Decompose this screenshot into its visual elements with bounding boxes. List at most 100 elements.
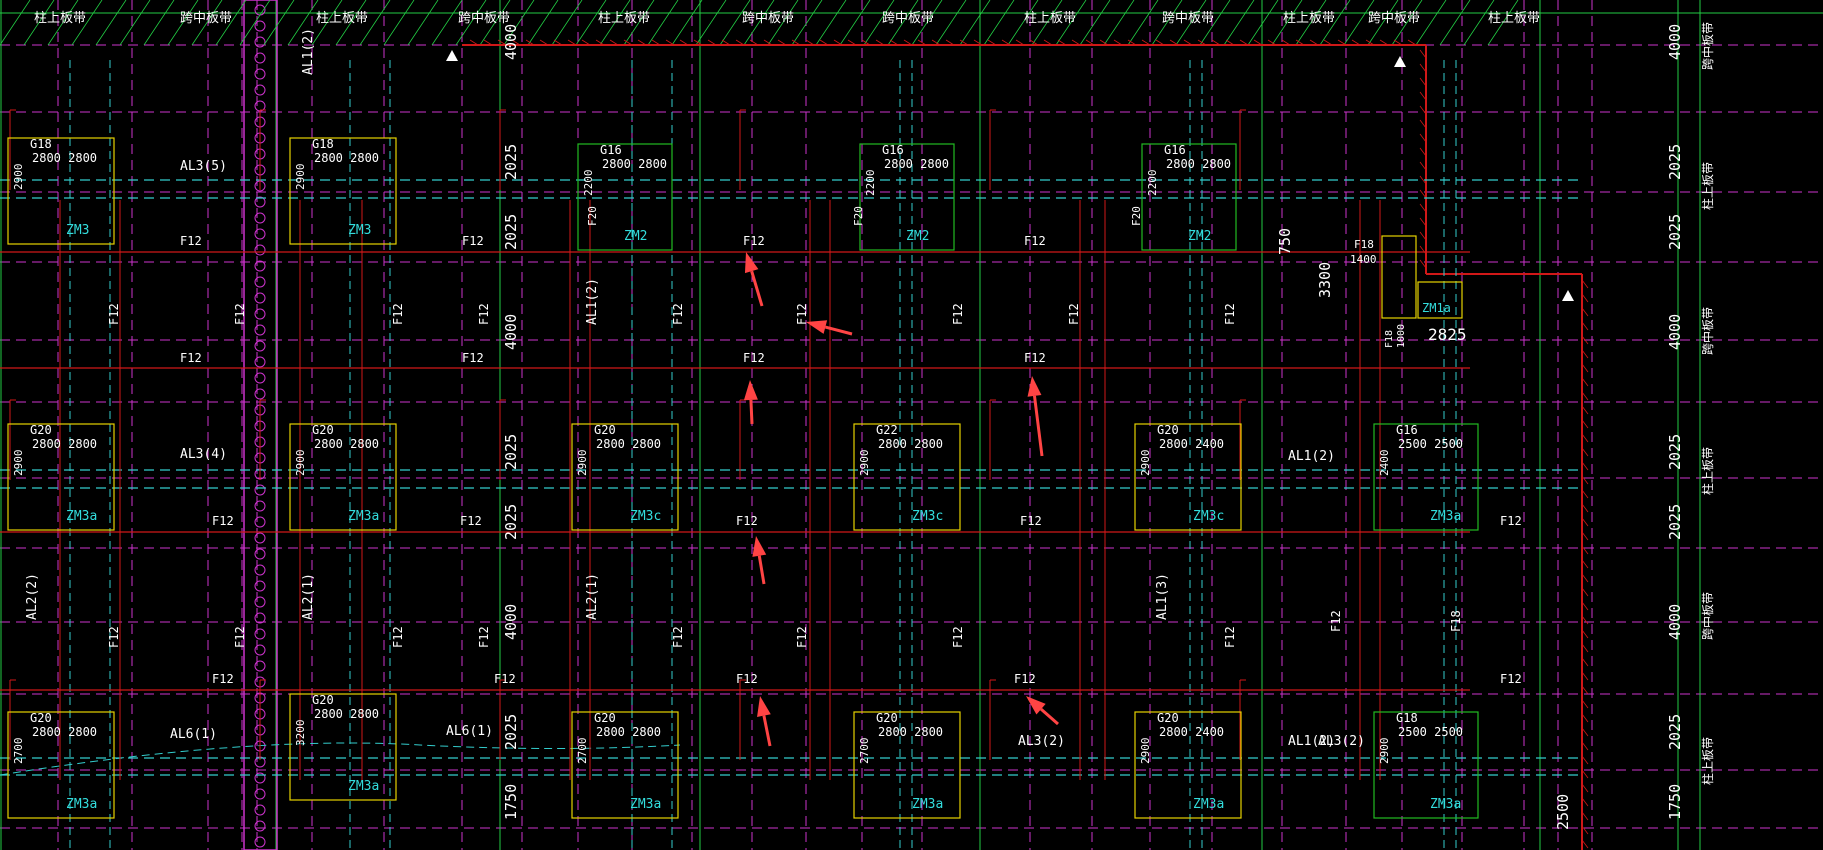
edge-hatch-tick — [1057, 39, 1067, 46]
top-hatch-line — [479, 0, 511, 46]
column-box-11 — [7, 711, 115, 819]
edge-hatch-tick — [525, 39, 535, 46]
strip-hatch-circle — [254, 372, 266, 384]
column-box-0 — [7, 137, 115, 245]
top-hatch-line — [1175, 0, 1207, 46]
annotation-arrow-shaft-0 — [750, 270, 764, 307]
strip-label-top-7: 柱上板带 — [1024, 11, 1076, 26]
edge-hatch-tick — [497, 39, 507, 46]
edge-hatch-tick — [665, 39, 675, 46]
annotation-arrow-head-1 — [806, 320, 828, 334]
top-hatch-line — [0, 0, 31, 46]
top-hatch-line — [767, 0, 799, 46]
beam-label-8: AL1(3) — [1155, 573, 1170, 620]
top-hatch-line — [167, 0, 199, 46]
top-hatch-line — [1199, 0, 1231, 46]
dim-left-7: 2025 — [502, 714, 520, 750]
top-hatch-line — [1343, 0, 1375, 46]
edge-hatch-tick — [1581, 461, 1589, 471]
top-hatch-line — [431, 0, 463, 46]
rebar-label-h-9: F12 — [460, 514, 482, 528]
top-hatch-line — [1367, 0, 1399, 46]
column-dims-12: 2800 2800 — [314, 707, 379, 721]
top-hatch-line — [1127, 0, 1159, 46]
edge-hatch-tick — [917, 39, 927, 46]
column-name-16: G18 — [1396, 711, 1418, 725]
column-side-dim-12: 3200 — [294, 720, 307, 747]
column-box-2 — [577, 143, 673, 251]
column-name-5: G20 — [30, 423, 52, 437]
beam-label-10: AL6(1) — [170, 727, 217, 742]
edge-hatch-tick — [1419, 133, 1427, 143]
rebar-label-h-12: F12 — [1500, 514, 1522, 528]
small-column-box — [1381, 235, 1417, 319]
edge-hatch-tick — [1581, 797, 1589, 807]
misc-dim-2500: 2500 — [1554, 794, 1572, 830]
annotation-arrow-layer — [743, 252, 1059, 747]
misc-f18-mid: F18 — [1384, 330, 1395, 348]
strip-hatch-circle — [254, 68, 266, 80]
column-box-14 — [853, 711, 961, 819]
strip-hatch-circle — [254, 580, 266, 592]
edge-hatch-tick — [1419, 203, 1427, 213]
edge-hatch-tick — [1253, 39, 1263, 46]
top-hatch-line — [1103, 0, 1135, 46]
edge-hatch-tick — [1169, 39, 1179, 46]
top-hatch-line — [935, 0, 967, 46]
column-name-3: G16 — [882, 143, 904, 157]
rebar-label-v-7: F12 — [1067, 303, 1081, 325]
edge-hatch-tick — [679, 39, 689, 46]
edge-hatch-tick — [1113, 39, 1123, 46]
column-box-10 — [1373, 423, 1479, 531]
annotation-arrow-shaft-5 — [762, 715, 772, 747]
column-side-dim-1: 2900 — [294, 164, 307, 191]
edge-hatch-tick — [1099, 39, 1109, 46]
strip-hatch-circle — [254, 484, 266, 496]
edge-hatch-tick — [1419, 161, 1427, 171]
column-side-dim-10: 2400 — [1378, 450, 1391, 477]
edge-hatch-tick — [1581, 629, 1589, 639]
edge-hatch-tick — [511, 39, 521, 46]
edge-hatch-tick — [1581, 671, 1589, 681]
column-dims-6: 2800 2800 — [314, 437, 379, 451]
top-hatch-line — [215, 0, 247, 46]
annotation-arrow-shaft-4 — [757, 555, 766, 585]
dim-right-8: 1750 — [1666, 784, 1684, 820]
top-hatch-line — [1415, 0, 1447, 46]
edge-hatch-tick — [1581, 643, 1589, 653]
strip-label-top-9: 柱上板带 — [1283, 11, 1335, 26]
top-hatch-line — [911, 0, 943, 46]
column-mark-2: ZM2 — [624, 229, 647, 244]
strip-label-right-1: 柱上板带 — [1700, 162, 1715, 210]
top-hatch-line — [95, 0, 127, 46]
column-dims-4: 2800 2800 — [1166, 157, 1231, 171]
annotation-arrow-head-4 — [752, 536, 767, 557]
edge-hatch-tick — [1309, 39, 1319, 46]
edge-hatch-tick — [1351, 39, 1361, 46]
top-hatch-line — [143, 0, 175, 46]
edge-hatch-tick — [1323, 39, 1333, 46]
edge-hatch-tick — [1085, 39, 1095, 46]
rebar-label-h-2: F12 — [743, 234, 765, 248]
strip-hatch-circle — [254, 836, 266, 848]
cyan-dash-curve — [0, 742, 681, 776]
column-dims-13: 2800 2800 — [596, 725, 661, 739]
rebar-label-h-15: F12 — [736, 672, 758, 686]
edge-hatch-tick — [1419, 245, 1427, 255]
strip-hatch-circle — [254, 644, 266, 656]
column-dims-14: 2800 2800 — [878, 725, 943, 739]
top-hatch-line — [335, 0, 367, 46]
edge-hatch-tick — [777, 39, 787, 46]
edge-hatch-tick — [931, 39, 941, 46]
column-side-dim-13: 2700 — [576, 738, 589, 765]
rebar-label-v-16: F12 — [1223, 626, 1237, 648]
strip-hatch-circle — [254, 660, 266, 672]
edge-hatch-tick — [1581, 545, 1589, 555]
dim-right-2: 2025 — [1666, 214, 1684, 250]
misc-dim-3300: 3300 — [1316, 262, 1334, 298]
top-hatch-line — [863, 0, 895, 46]
top-hatch-line — [71, 0, 103, 46]
strip-label-top-0: 柱上板带 — [34, 11, 86, 26]
top-hatch-line — [695, 0, 727, 46]
